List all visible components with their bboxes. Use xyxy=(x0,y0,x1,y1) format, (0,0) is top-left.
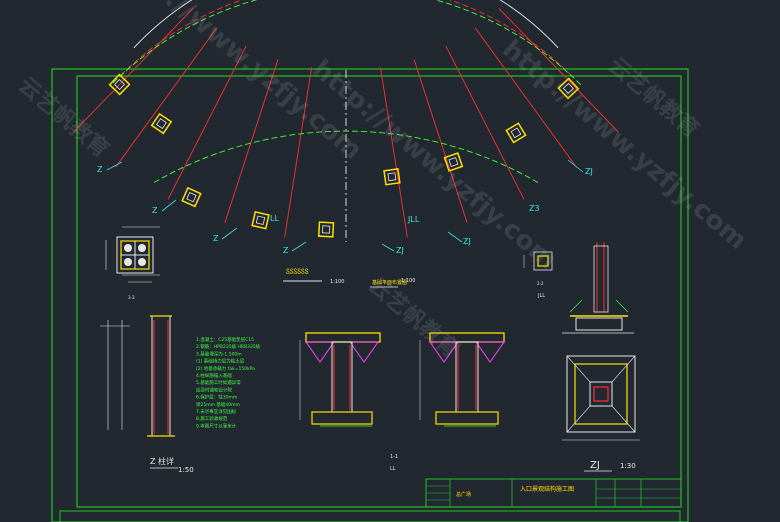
column-outline xyxy=(505,122,527,144)
z-scale: 1:50 xyxy=(178,466,194,474)
column-core xyxy=(510,127,522,139)
radial-line xyxy=(284,67,313,238)
section-1-label: 1-1 xyxy=(390,454,398,460)
note-line: 4.柱纵筋锚入基础 xyxy=(196,372,232,379)
column-core xyxy=(255,215,266,225)
plan-arc-inner-green xyxy=(153,130,539,183)
scale-bar-text: ႽႽႽႽႽႽ xyxy=(286,269,309,276)
column-outline xyxy=(150,112,173,135)
radial-line xyxy=(73,7,194,133)
column-outline xyxy=(383,168,401,186)
bottom-strip xyxy=(59,510,681,522)
plan-column xyxy=(383,168,401,186)
plan-label-z-2: Z xyxy=(152,206,158,215)
plan-title: 基础平面布置图 xyxy=(372,279,407,286)
plan-label-zj-1: ZJ xyxy=(396,246,404,255)
column-core xyxy=(387,172,397,182)
plan-arc-outer xyxy=(133,0,559,49)
project-name: 总广场 xyxy=(456,491,471,498)
radial-line xyxy=(445,45,525,200)
note-line: 2.钢筋：HPB235级 HRB335级 xyxy=(196,343,261,350)
plan-column xyxy=(317,221,335,238)
note-line: 8.施工验收规范 xyxy=(196,415,228,422)
plan-columns xyxy=(108,73,580,238)
section-2-detail: 2-2 JLL xyxy=(523,251,553,299)
section-2-sub: JLL xyxy=(537,293,545,299)
column-outline xyxy=(443,152,464,172)
plan-column xyxy=(443,152,464,172)
column-section-detail: 3-3 xyxy=(105,226,160,300)
note-line: (2) 地基承载力 fak=150kPa xyxy=(196,365,255,372)
plan-label-zj-3: ZJ xyxy=(585,167,593,176)
plan-label-z-1: Z xyxy=(97,165,103,174)
radial-lines xyxy=(73,7,619,242)
radial-line xyxy=(413,59,468,223)
column-core xyxy=(562,82,574,94)
plan-label-z3: Z3 xyxy=(529,204,540,213)
plan-column xyxy=(557,77,580,100)
note-line: 梁25mm 基础40mm xyxy=(196,401,240,408)
radial-line xyxy=(167,45,247,200)
column-outline xyxy=(108,73,131,96)
plan-label-zj-2: ZJ xyxy=(463,237,471,246)
section-1-sub: LL xyxy=(390,466,396,472)
zj-scale: 1:30 xyxy=(620,462,636,470)
zj-label: ZJ xyxy=(590,460,600,471)
plan-label-jll: JLL xyxy=(407,215,420,224)
outer-frame xyxy=(51,68,689,522)
plan-column xyxy=(181,186,202,208)
zj-foundation-plan: ZJ 1:30 xyxy=(562,355,640,472)
column-core xyxy=(186,191,197,203)
section-3-label: 3-3 xyxy=(128,295,135,300)
note-line: 7.未尽事宜详见国标 xyxy=(196,408,237,415)
note-line: 应及时通知设计院 xyxy=(196,386,232,393)
plan-label-z-3: Z xyxy=(213,234,219,243)
section-1-1-left xyxy=(299,332,381,427)
zj-foundation-section xyxy=(562,242,634,334)
plan-label-z-4: Z xyxy=(283,246,289,255)
sheet-title: 入口景观结构施工图 xyxy=(520,485,574,493)
column-core xyxy=(156,118,167,129)
plan-label-ll: LL xyxy=(270,214,279,223)
plan-arcs xyxy=(110,0,582,183)
plan-column xyxy=(251,210,270,230)
note-line: 5.基础施工时如遇异常 xyxy=(196,379,241,386)
note-line: 9.本图尺寸以毫米计 xyxy=(196,422,237,429)
radial-line xyxy=(474,27,577,168)
plan-column xyxy=(108,73,131,96)
z-column-elevation: Z 柱详 1:50 xyxy=(100,315,194,474)
note-line: 6.保护层：柱30mm xyxy=(196,394,237,401)
plan-arc-red xyxy=(119,0,573,77)
scale-plan: 1:100 xyxy=(401,278,415,284)
plan-column xyxy=(150,112,173,135)
note-line: (1) 基础持力层为粘土层 xyxy=(196,358,245,365)
plan-arc-green xyxy=(110,0,582,86)
z-elevation-label: Z 柱详 xyxy=(150,456,174,466)
column-outline xyxy=(557,77,580,100)
column-outline xyxy=(251,210,270,230)
note-line: 1.混凝土：C25基础垫层C15 xyxy=(196,336,254,343)
column-outline xyxy=(317,221,335,238)
inner-frame xyxy=(76,75,682,508)
section-2-label: 2-2 xyxy=(537,281,544,286)
column-core xyxy=(448,157,459,167)
title-block: 总广场 入口景观结构施工图 xyxy=(425,478,682,508)
section-1-1-right xyxy=(419,332,505,427)
note-line: 3.基础埋深为-1.500m xyxy=(196,350,242,357)
radial-line xyxy=(115,27,218,168)
radial-line xyxy=(498,7,619,133)
plan-column xyxy=(505,122,527,144)
column-core xyxy=(114,78,126,91)
column-core xyxy=(322,225,331,234)
radial-line xyxy=(224,59,279,223)
scale-main: 1:100 xyxy=(330,279,344,285)
radial-line xyxy=(379,67,408,238)
column-outline xyxy=(181,186,202,208)
